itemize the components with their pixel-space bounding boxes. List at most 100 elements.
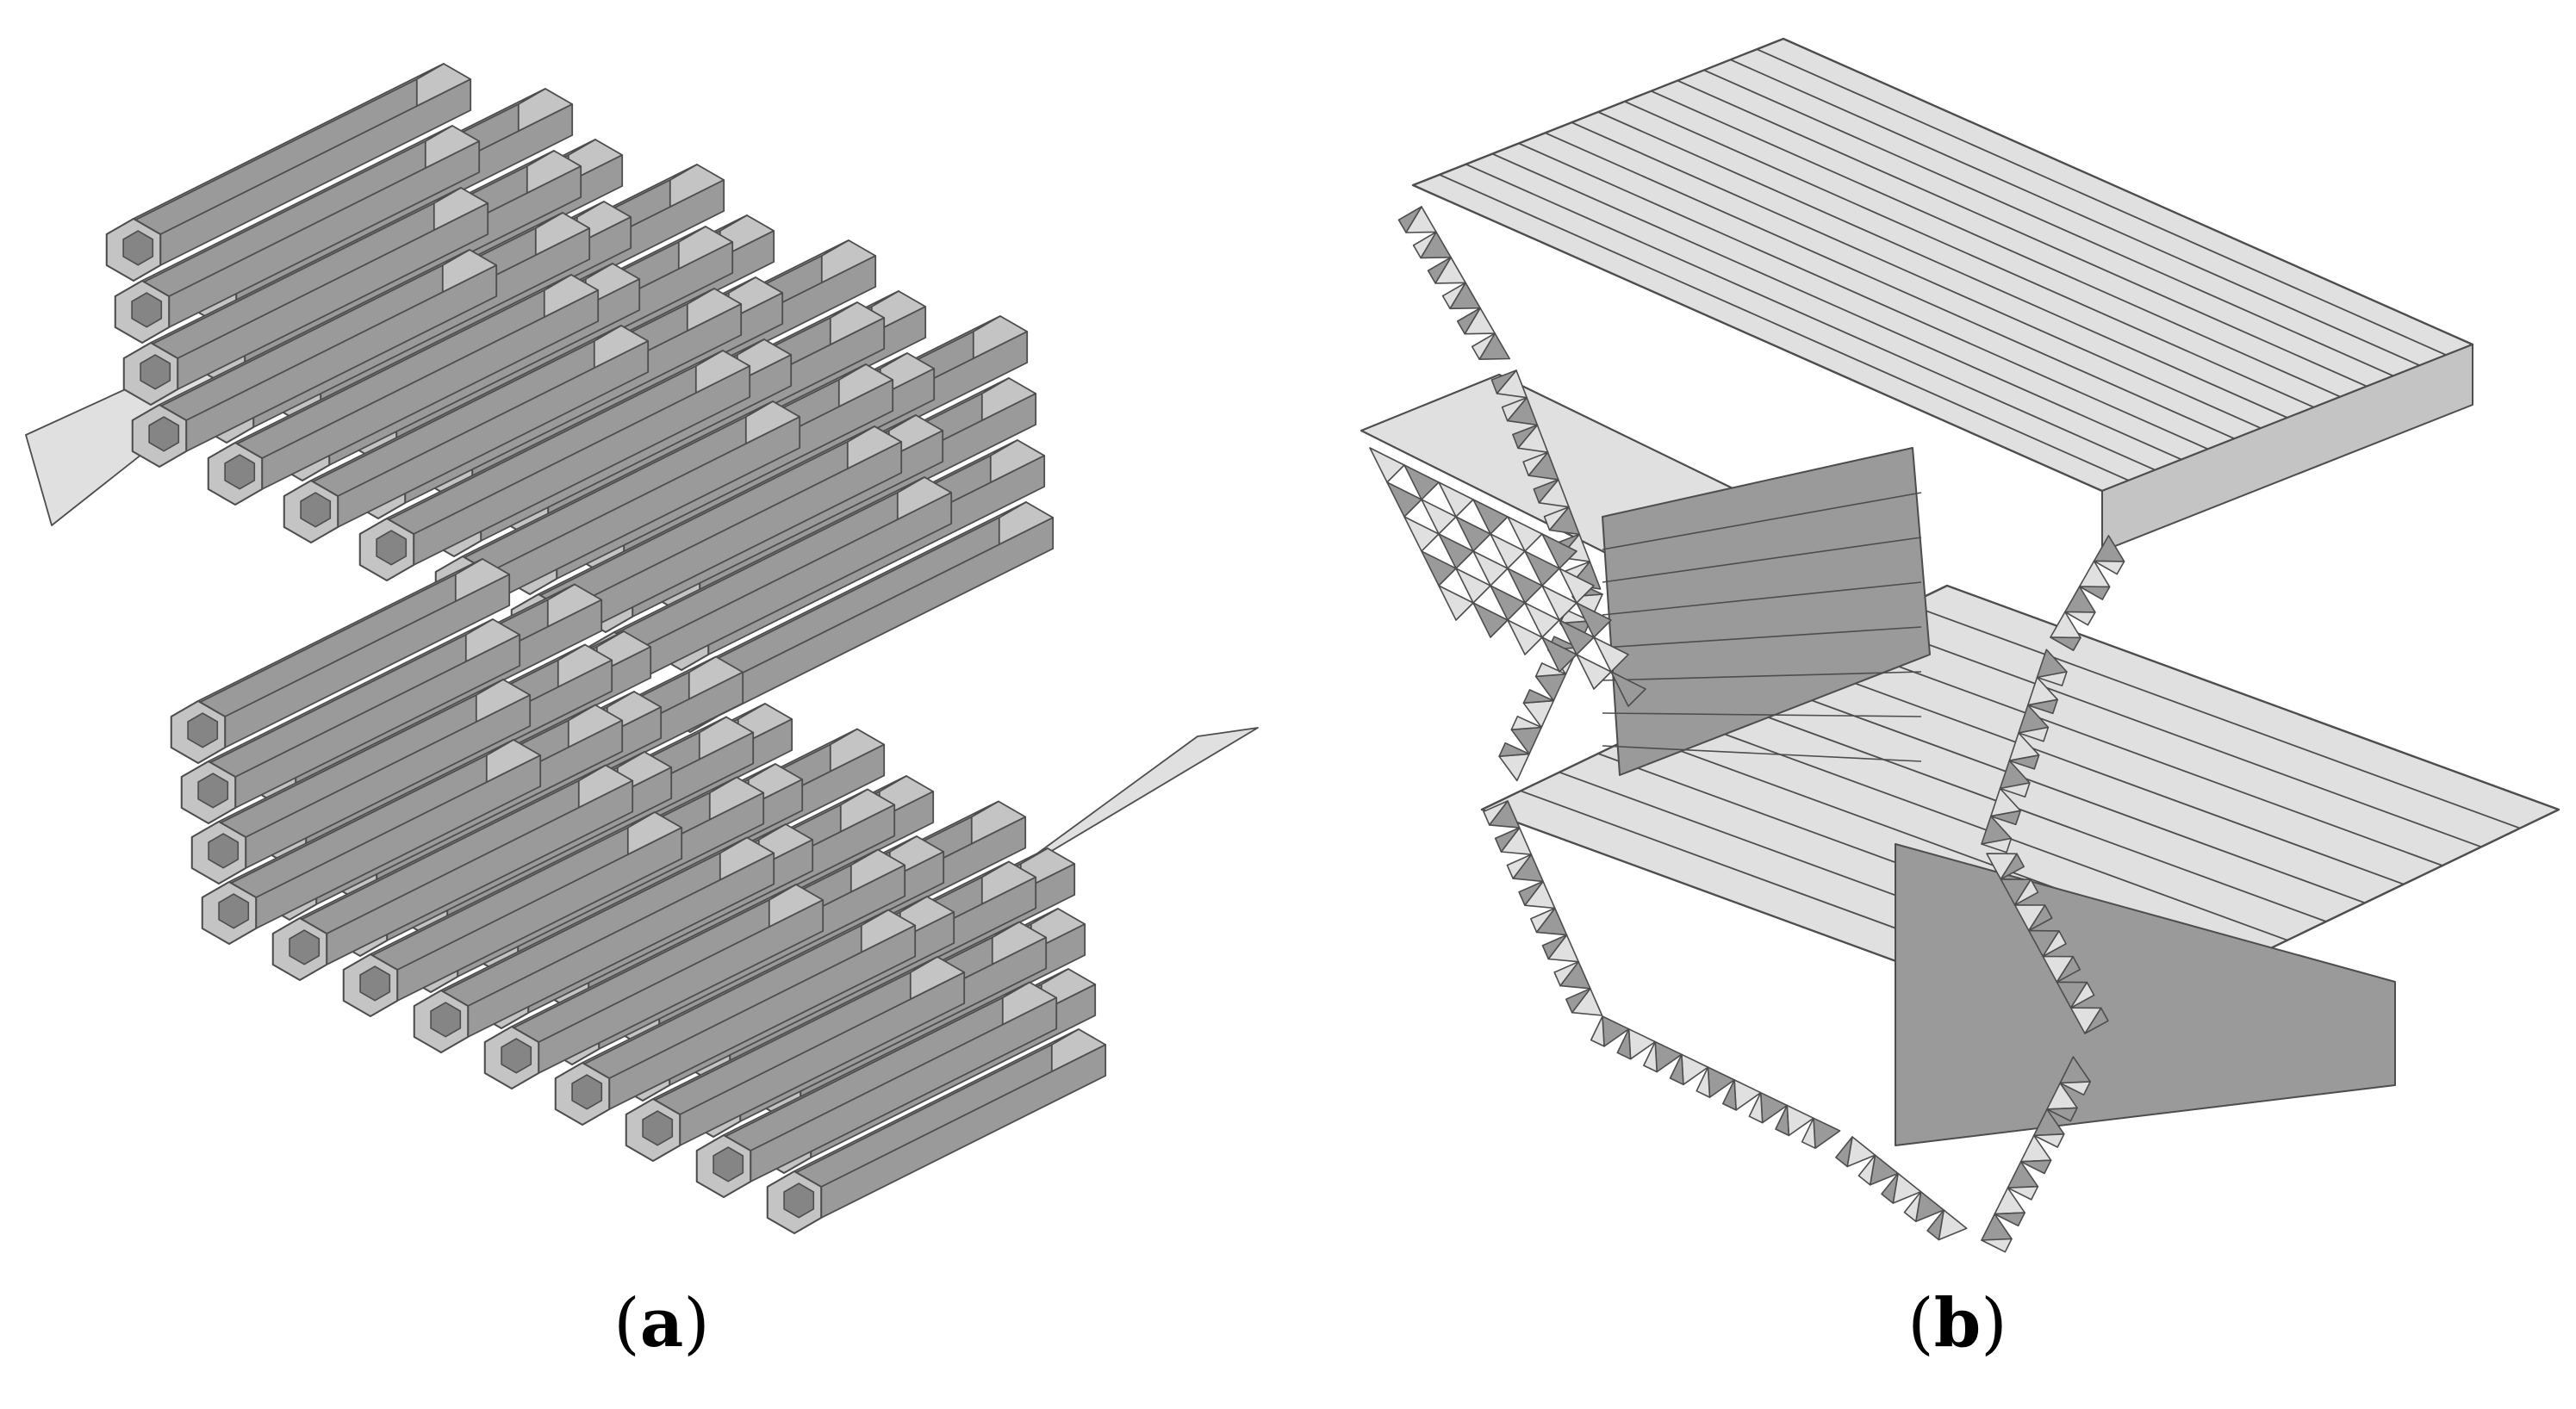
triangular-cell (1494, 827, 1521, 853)
tube-end-cell (359, 965, 391, 1002)
bottom-deck-strip-line (1869, 622, 2482, 848)
triangular-cell (1518, 880, 1544, 906)
top-deck-end-face (2101, 344, 2473, 552)
triangular-cell (1472, 550, 1509, 587)
triangular-cell (1512, 424, 1539, 450)
triangular-cell (1541, 636, 1577, 673)
triangular-cell (1441, 282, 1466, 310)
triangular-cell (2019, 1159, 2052, 1175)
triangular-cell (1590, 1015, 1605, 1047)
tube-crease-line (234, 274, 572, 444)
triangular-cell (1397, 206, 1422, 233)
triangular-cell (1427, 256, 1452, 284)
tube-crease-line (723, 981, 1030, 1136)
tube-crease-line (462, 400, 774, 557)
triangular-cell (1403, 464, 1440, 500)
triangular-cell (1576, 602, 1612, 638)
triangular-cell (2084, 1007, 2109, 1034)
tube-crease-line (299, 764, 607, 919)
triangular-cell (1438, 533, 1474, 569)
tube-crease-line (582, 909, 889, 1064)
triangular-cell (1722, 1079, 1737, 1111)
bottom-deck-strip-line (1675, 715, 2288, 941)
triangular-cell (1903, 1190, 1922, 1222)
bottom-deck-strip-line (1907, 603, 2521, 829)
tube-end-cell (148, 416, 180, 452)
triangular-cell (1541, 585, 1577, 621)
triangular-cell (1507, 568, 1543, 604)
triangular-cell (1801, 1117, 1816, 1149)
tube-crease-line (538, 425, 875, 595)
triangular-cell (1881, 1172, 1899, 1204)
triangular-cell (2008, 754, 2040, 770)
inclined-web-strip-line (1602, 492, 1922, 550)
inclined-web-strip-line (1602, 626, 1922, 649)
top-deck-strip-line (1465, 163, 2156, 471)
top-deck-strip-line (1518, 142, 2209, 450)
inclined-web-strip-line (1602, 712, 1922, 717)
tube-crease-line (197, 558, 483, 702)
triangular-cell (1438, 481, 1474, 518)
triangular-cell (1616, 1028, 1632, 1060)
triangular-cell (1999, 782, 2031, 798)
inclined-web-strip-line (1602, 671, 1922, 681)
triangular-cell (1507, 516, 1543, 552)
triangular-cell (1610, 671, 1646, 707)
triangular-cell (2027, 698, 2058, 715)
tube-crease-line (613, 476, 925, 633)
triangular-cell-z-panel-model (1360, 37, 2560, 1253)
triangular-cell (1669, 1053, 1684, 1086)
triangular-cell (1522, 689, 1555, 704)
triangular-cell (1490, 533, 1526, 569)
triangular-cell (1775, 1104, 1790, 1137)
triangular-cell (2078, 586, 2111, 600)
tube-end-cell (642, 1110, 674, 1146)
hexagonal-tube-stack-model (25, 63, 1259, 1234)
bottom-deck-strip-line (1830, 641, 2443, 866)
tube-end-cell (224, 454, 256, 490)
tube-end-cell (140, 354, 171, 390)
triangular-cell (1501, 396, 1528, 422)
tube-crease-line (159, 249, 470, 406)
triangular-cell (2093, 560, 2125, 575)
top-deck-strip-line (1491, 152, 2182, 461)
top-deck-strip-line (1571, 121, 2262, 429)
tube-crease-line (652, 956, 938, 1100)
triangular-cell (2000, 853, 2025, 880)
triangular-cell (1748, 1091, 1764, 1124)
tube-crease-line (370, 811, 656, 955)
triangular-cell (1857, 1154, 1876, 1186)
triangular-cell (1530, 907, 1556, 934)
tube-crease-line (228, 739, 514, 883)
triangular-cell (2069, 981, 2095, 1009)
tube-crease-line (208, 618, 494, 762)
tube-crease-line (793, 1028, 1080, 1172)
triangular-cell (2064, 611, 2096, 626)
triangular-cell (1553, 960, 1579, 987)
triangular-cell (1483, 800, 1509, 826)
triangular-cell (1490, 585, 1526, 621)
triangular-cell (1559, 619, 1595, 655)
triangular-cell (1543, 506, 1570, 531)
triangular-cell (1835, 1136, 1853, 1168)
triangular-cell (1994, 1212, 2025, 1227)
top-deck-strip-line (1597, 111, 2288, 419)
tube-crease-line (218, 679, 504, 822)
top-deck-strip-line (1545, 132, 2235, 440)
triangular-cell (1593, 636, 1629, 673)
triangular-cell (1559, 568, 1595, 604)
panel-b-caption: (b) (1907, 1284, 2007, 1362)
triangular-cell (1813, 1117, 1841, 1149)
inclined-web-strip-line (1602, 745, 1922, 762)
tube-crease-line (310, 325, 622, 481)
triangular-cell (1498, 742, 1530, 758)
tube-end-cell (376, 530, 408, 566)
triangular-cell (1421, 550, 1457, 587)
triangular-cell (1507, 619, 1543, 655)
tube-end-cell (131, 292, 163, 328)
triangular-cell (1386, 481, 1422, 518)
triangular-cell (1421, 499, 1457, 535)
tube-crease-line (141, 125, 453, 282)
tube-end-cell (430, 1002, 462, 1038)
